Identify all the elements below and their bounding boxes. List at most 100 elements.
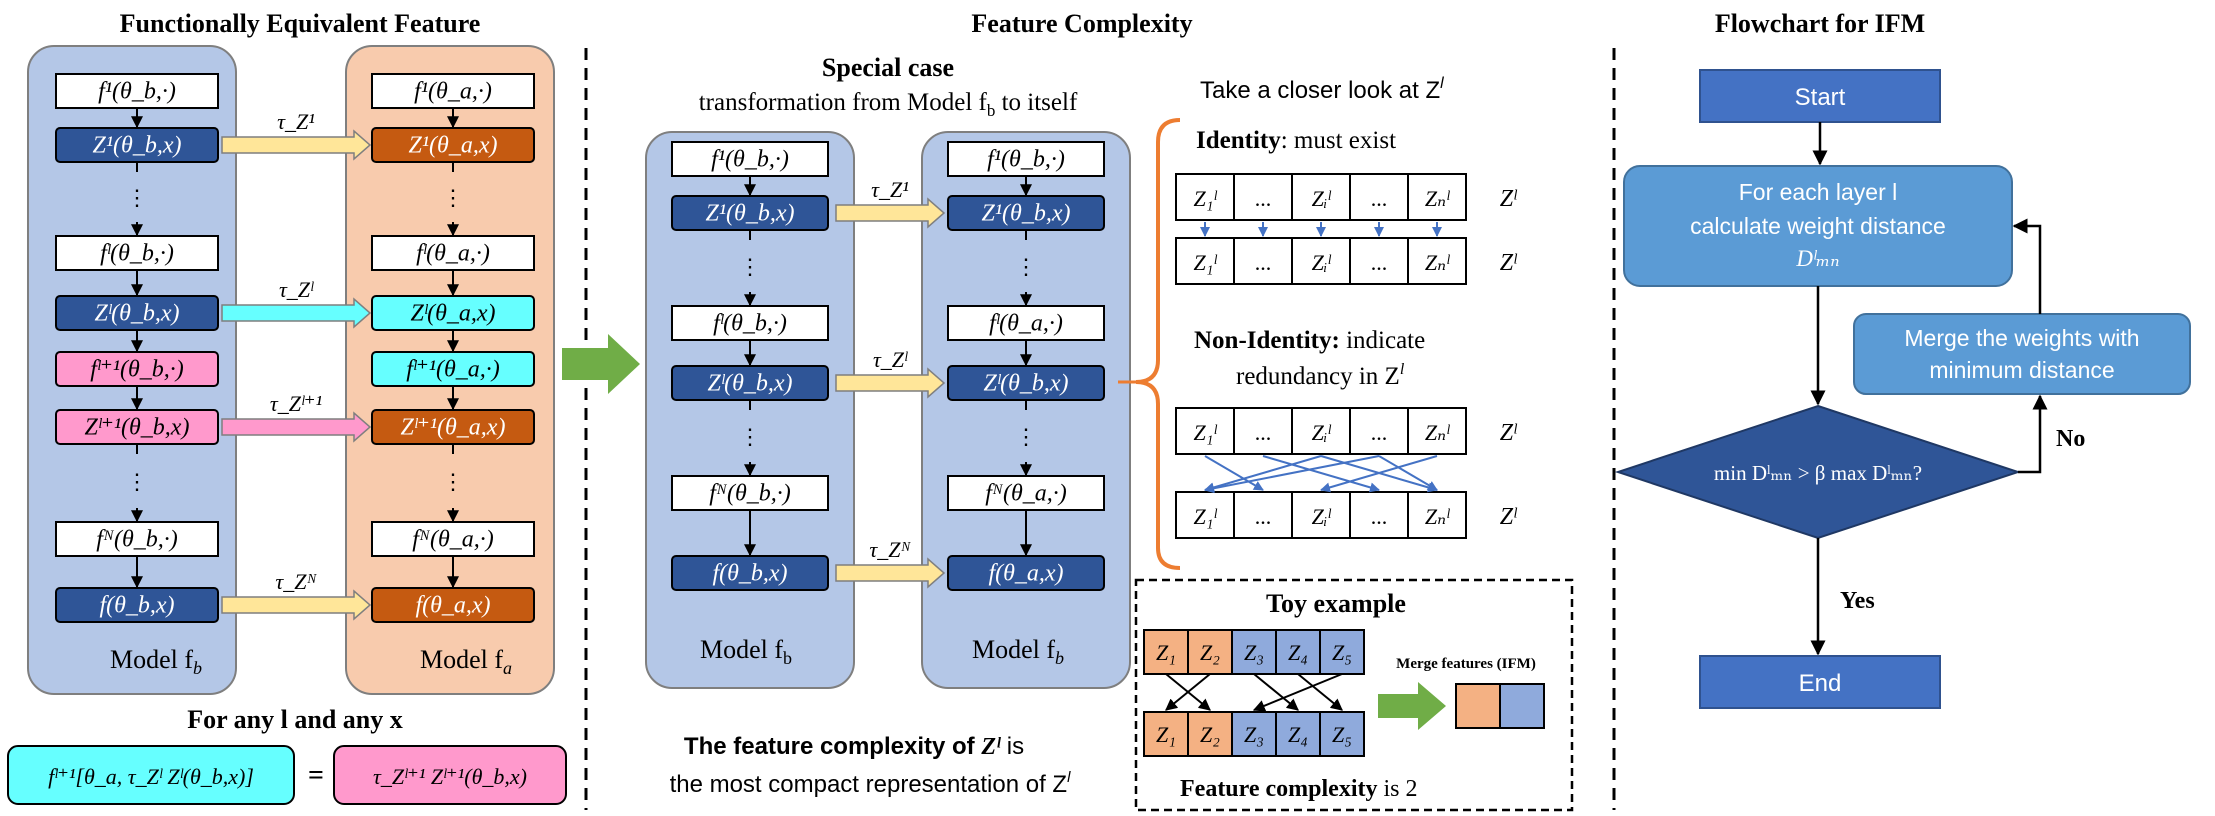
special-tau-arrows: τ_Z¹τ_Zˡτ_Zᴺ [835,177,946,589]
model-fb-layers: f¹(θ_b,·)Z¹(θ_b,x)fˡ(θ_b,·)Zˡ(θ_b,x)fˡ⁺¹… [55,73,219,623]
toy-top-cell-3 [1275,629,1321,675]
flow-end [1699,655,1941,709]
fa-box-label-7: f(θ_a,x) [415,592,490,618]
fb-box-label-4: fˡ⁺¹(θ_b,·) [90,356,184,382]
id-top-cell-label-1: ... [1255,186,1272,211]
id-top-cell-label-2: Zᵢˡ [1312,186,1332,211]
toy-top-cell-4 [1319,629,1365,675]
nonidentity-line2: redundancy in Zl [1236,361,1405,390]
fb-box-6 [55,521,219,557]
toy-top-cell-label-0: Z₁ [1156,640,1176,665]
merge-label: Merge features (IFM) [1396,656,1536,672]
flow-merge-line1: Merge the weights with [1904,325,2139,351]
equation-right: τ_Zˡ⁺¹ Zˡ⁺¹(θ_b,x) [373,764,527,789]
id-top-cell-3 [1349,173,1409,221]
id-top-cell-label-3: ... [1371,186,1388,211]
non-bot-cell-label-1: ... [1255,504,1272,529]
flow-decision-text: min Dˡₘₙ > β max Dˡₘₙ? [1714,461,1922,485]
fb-ellipsis-1: ⋮ [126,469,148,494]
sp-right-box-label-0: f¹(θ_b,·) [987,146,1065,172]
sp-right-box-label-5: f(θ_a,x) [988,560,1063,586]
id-bot-cell-label-0: Z₁ˡ [1194,250,1218,275]
special-left-layers: f¹(θ_b,·)Z¹(θ_b,x)fˡ(θ_b,·)Zˡ(θ_b,x)fᴺ(θ… [671,141,829,591]
tau-arrow-3 [221,589,372,621]
sp-right-box-label-2: fˡ(θ_a,·) [989,310,1063,336]
id-top-cell-label-0: Z₁ˡ [1194,186,1218,211]
id-bot-cell-0 [1175,237,1235,285]
flow-merge-line2: minimum distance [1929,357,2114,383]
sp-left-box-label-3: Zˡ(θ_b,x) [707,370,792,396]
non-bot-cell-label-3: ... [1371,504,1388,529]
toy-map-2 [1253,673,1299,711]
toy-bot-cell-4 [1319,711,1365,757]
closer-look-text: Take a closer look at Zl [1200,75,1444,104]
fb-box-label-2: fˡ(θ_b,·) [100,240,174,266]
equals-sign: = [308,760,324,791]
nonidentity-map-5 [1320,455,1438,493]
sp-left-ellipsis-0: ⋮ [739,254,761,279]
toy-bot-cell-label-0: Z₁ [1156,722,1176,747]
flow-step-line2: calculate weight distance [1690,213,1946,239]
sp-right-ellipsis-0: ⋮ [1015,254,1037,279]
non-top-row-label: Zˡ [1500,420,1518,446]
flow-step-line1: For each layer l [1739,179,1898,205]
model-fa-label: Model fa [420,645,512,678]
id-top-cell-4 [1407,173,1467,221]
fa-box-label-3: Zˡ(θ_a,x) [410,300,495,326]
bottom-statement-2: the most compact representation of Zl [670,769,1072,798]
closer-look-bracket [1135,118,1181,570]
merged-cell-blue [1499,683,1545,729]
panel3-title: Flowchart for IFM [1715,9,1925,38]
flow-start [1699,69,1941,123]
sp-right-box-label-1: Z¹(θ_b,x) [982,200,1071,226]
flow-yes-label: Yes [1840,588,1875,614]
toy-bot-cell-2 [1231,711,1277,757]
sp-left-box-label-2: fˡ(θ_b,·) [713,310,787,336]
fb-box-label-7: f(θ_b,x) [99,592,174,618]
nonidentity-label: Non-Identity: indicate [1194,327,1425,354]
fa-box-label-2: fˡ(θ_a,·) [416,240,490,266]
toy-top-cell-label-2: Z₃ [1244,640,1264,665]
model-fa-layers: f¹(θ_a,·)Z¹(θ_a,x)fˡ(θ_a,·)Zˡ(θ_a,x)fˡ⁺¹… [371,73,535,623]
sp-tau-arrow-2 [835,557,946,589]
id-top-cell-label-4: Zₙˡ [1425,186,1450,211]
id-top-cell-1 [1233,173,1293,221]
id-top-row-label: Zˡ [1500,186,1518,212]
special-left-label: Model fb [700,635,792,668]
flow-merge-step [1853,313,2191,395]
fa-box-label-6: fᴺ(θ_a,·) [412,526,493,552]
non-bot-cell-label-0: Z₁ˡ [1194,504,1218,529]
id-top-cell-2 [1291,173,1351,221]
sp-left-box-4 [671,475,829,511]
sp-right-box-label-3: Zˡ(θ_b,x) [983,370,1068,396]
fb-box-label-1: Z¹(θ_b,x) [93,132,182,158]
non-bot-cell-label-4: Zₙˡ [1425,504,1450,529]
equation-left-box [7,745,295,805]
nonidentity-map-6 [1204,455,1380,494]
fa-ellipsis-1: ⋮ [442,469,464,494]
sp-left-box-label-0: f¹(θ_b,·) [711,146,789,172]
sp-tau-arrow-1-label: τ_Zˡ [873,347,908,372]
tau-arrow-0-label: τ_Z¹ [277,109,315,134]
equation-right-box [333,745,567,805]
toy-bot-cell-0 [1143,711,1189,757]
fa-ellipsis-0: ⋮ [442,185,464,210]
id-bot-row-label: Zˡ [1500,250,1518,276]
condition-text: For any l and any x [187,705,403,734]
non-top-cell-1 [1233,407,1293,455]
panel1-title: Functionally Equivalent Feature [120,9,481,38]
id-bot-cell-label-2: Zᵢˡ [1312,250,1332,275]
nonidentity-map-0 [1204,455,1264,491]
identity-row-top: Z₁ˡ... Zᵢˡ... Zₙˡ Zˡ [1175,173,1518,221]
toy-bot-cell-label-1: Z₂ [1200,722,1220,747]
panel-feature-complexity: Feature Complexity Special case transfor… [645,9,1574,812]
non-bot-cell-3 [1349,491,1409,539]
tau-arrow-2-label: τ_Zˡ⁺¹ [270,391,322,416]
id-bot-cell-4 [1407,237,1467,285]
flow-start-text: Start [1795,84,1846,111]
